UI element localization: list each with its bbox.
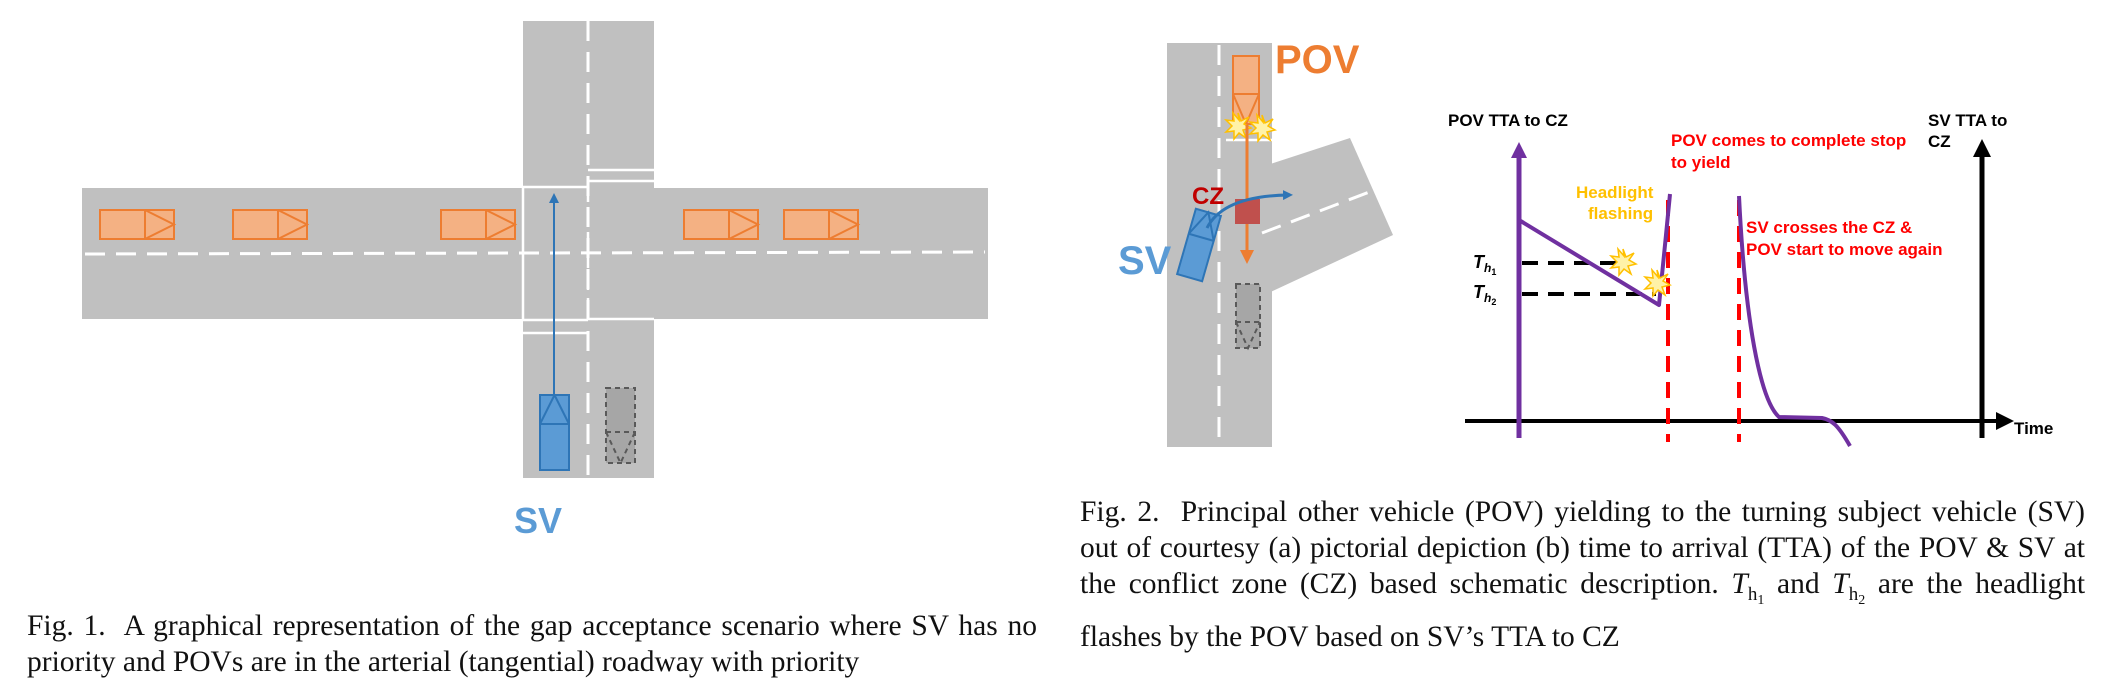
sv-crosses-label-cont: POV start to move again <box>1746 240 1943 259</box>
fig2-diagonal-road <box>1252 138 1393 296</box>
th2-label: Th2 <box>1473 282 1496 307</box>
fig2-pictorial: CZ POV SV <box>1118 38 1393 447</box>
fig1-pov-car <box>440 209 518 240</box>
figure-2-caption: Fig. 2. Principal other vehicle (POV) yi… <box>1080 494 2085 655</box>
fig2-schematic: POV TTA to CZ SV TTA to CZ Time Th1 Th2 … <box>1448 111 2053 447</box>
x-axis-label: Time <box>2014 419 2053 438</box>
fig1-arterial-centerline <box>84 250 986 256</box>
fig1-caption-lead: Fig. 1. <box>27 610 106 642</box>
fig2-sv-label: SV <box>1118 239 1172 283</box>
headlight-flashing-label-cont: flashing <box>1588 204 1653 223</box>
fig2-caption-and: and <box>1777 568 1820 600</box>
fig1-pov-car <box>99 209 177 240</box>
fig1-intersection <box>82 21 988 478</box>
fig2-sv-turn-arrow <box>1205 190 1293 229</box>
pov-stop-label-cont: to yield <box>1671 153 1731 172</box>
fig1-sv-car <box>539 392 570 471</box>
fig1-pov-car <box>232 209 310 240</box>
fig2-caption-th2: Th2 <box>1832 568 1866 608</box>
fig2-sv-car <box>1175 207 1223 283</box>
sv-tta-curve <box>1737 195 1852 447</box>
fig1-sv-label: SV <box>514 500 562 541</box>
fig1-pov-car <box>783 209 861 240</box>
fig2-cz-label: CZ <box>1192 183 1224 210</box>
fig2-pov-car <box>1232 55 1260 127</box>
fig2-pov-label: POV <box>1275 38 1360 82</box>
y-right-axis-label: SV TTA to <box>1928 111 2007 130</box>
fig2-ghost-car <box>1235 283 1261 351</box>
fig2-caption-lead: Fig. 2. <box>1080 496 1160 528</box>
fig1-ghost-car <box>605 387 636 466</box>
y-left-axis-label: POV TTA to CZ <box>1448 111 1568 130</box>
fig2-caption-th1: Th1 <box>1731 568 1765 608</box>
fig2-caption-text: Principal other vehicle (POV) yielding t… <box>1080 496 2085 600</box>
sv-crosses-label: SV crosses the CZ & <box>1746 218 1912 237</box>
y-right-axis-label-cont: CZ <box>1928 132 1951 151</box>
figure-1-caption: Fig. 1. A graphical representation of th… <box>27 608 1037 680</box>
th1-label: Th1 <box>1473 252 1496 277</box>
headlight-flashing-label: Headlight <box>1576 183 1654 202</box>
fig1-pov-car <box>683 209 761 240</box>
fig1-caption-text: A graphical representation of the gap ac… <box>27 610 1038 678</box>
pov-tta-curve <box>1517 193 1672 307</box>
pov-stop-label: POV comes to complete stop <box>1671 131 1906 150</box>
fig2-diagonal-centerline <box>1261 184 1386 235</box>
fig2-caption-text-end: are the headlight flashes by the POV bas… <box>1080 568 2086 653</box>
